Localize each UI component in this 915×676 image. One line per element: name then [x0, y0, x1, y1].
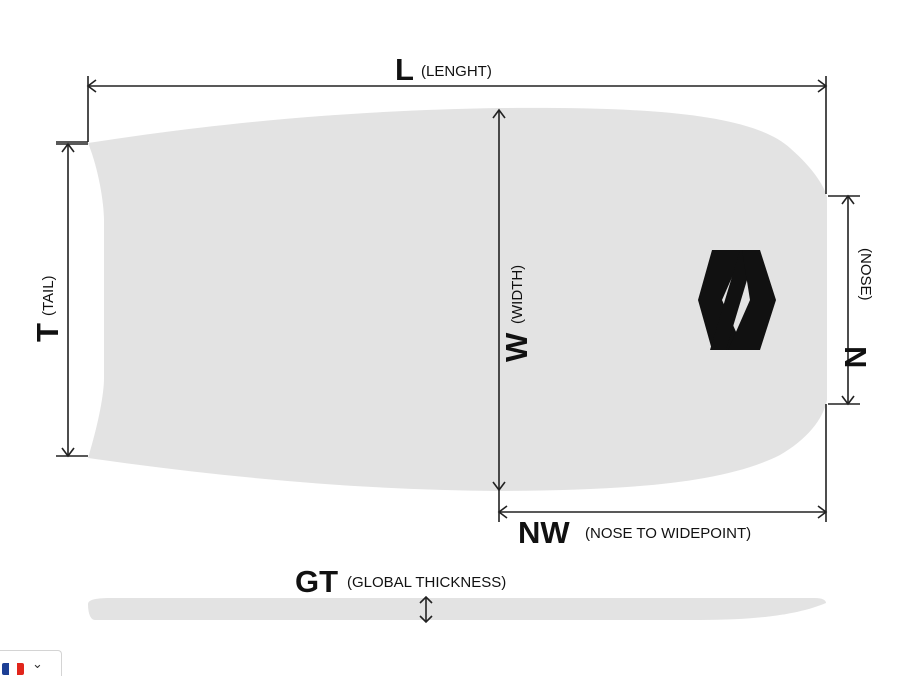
tail-letter: T — [30, 323, 65, 342]
global-thickness-description: (GLOBAL THICKNESS) — [347, 574, 506, 591]
width-description: (WIDTH) — [509, 265, 526, 324]
flag-stripe-red — [16, 663, 24, 675]
length-description: (LENGHT) — [421, 63, 492, 80]
length-dimension — [56, 76, 828, 194]
nose-to-widepoint-letter: NW — [518, 515, 570, 550]
nose-dimension — [828, 194, 860, 406]
nose-letter: N — [838, 346, 873, 368]
nose-to-widepoint-description: (NOSE TO WIDEPOINT) — [585, 525, 751, 542]
brand-logo-icon — [698, 250, 776, 350]
chevron-down-icon: ⌄ — [32, 657, 43, 672]
flag-stripe-white — [9, 663, 17, 675]
tail-dimension — [56, 142, 88, 458]
tail-description: (TAIL) — [40, 275, 57, 316]
length-letter: L — [395, 52, 414, 87]
global-thickness-dimension — [419, 595, 433, 624]
bodyboard-side-profile — [88, 598, 826, 620]
global-thickness-letter: GT — [295, 564, 338, 599]
france-flag-icon — [2, 663, 24, 675]
language-switcher[interactable]: ⌄ — [0, 650, 62, 676]
bodyboard-shape — [88, 107, 827, 491]
flag-stripe-blue — [2, 663, 10, 675]
width-letter: W — [499, 332, 534, 362]
nose-to-widepoint-dimension — [497, 404, 828, 522]
nose-description: (NOSE) — [857, 248, 874, 301]
